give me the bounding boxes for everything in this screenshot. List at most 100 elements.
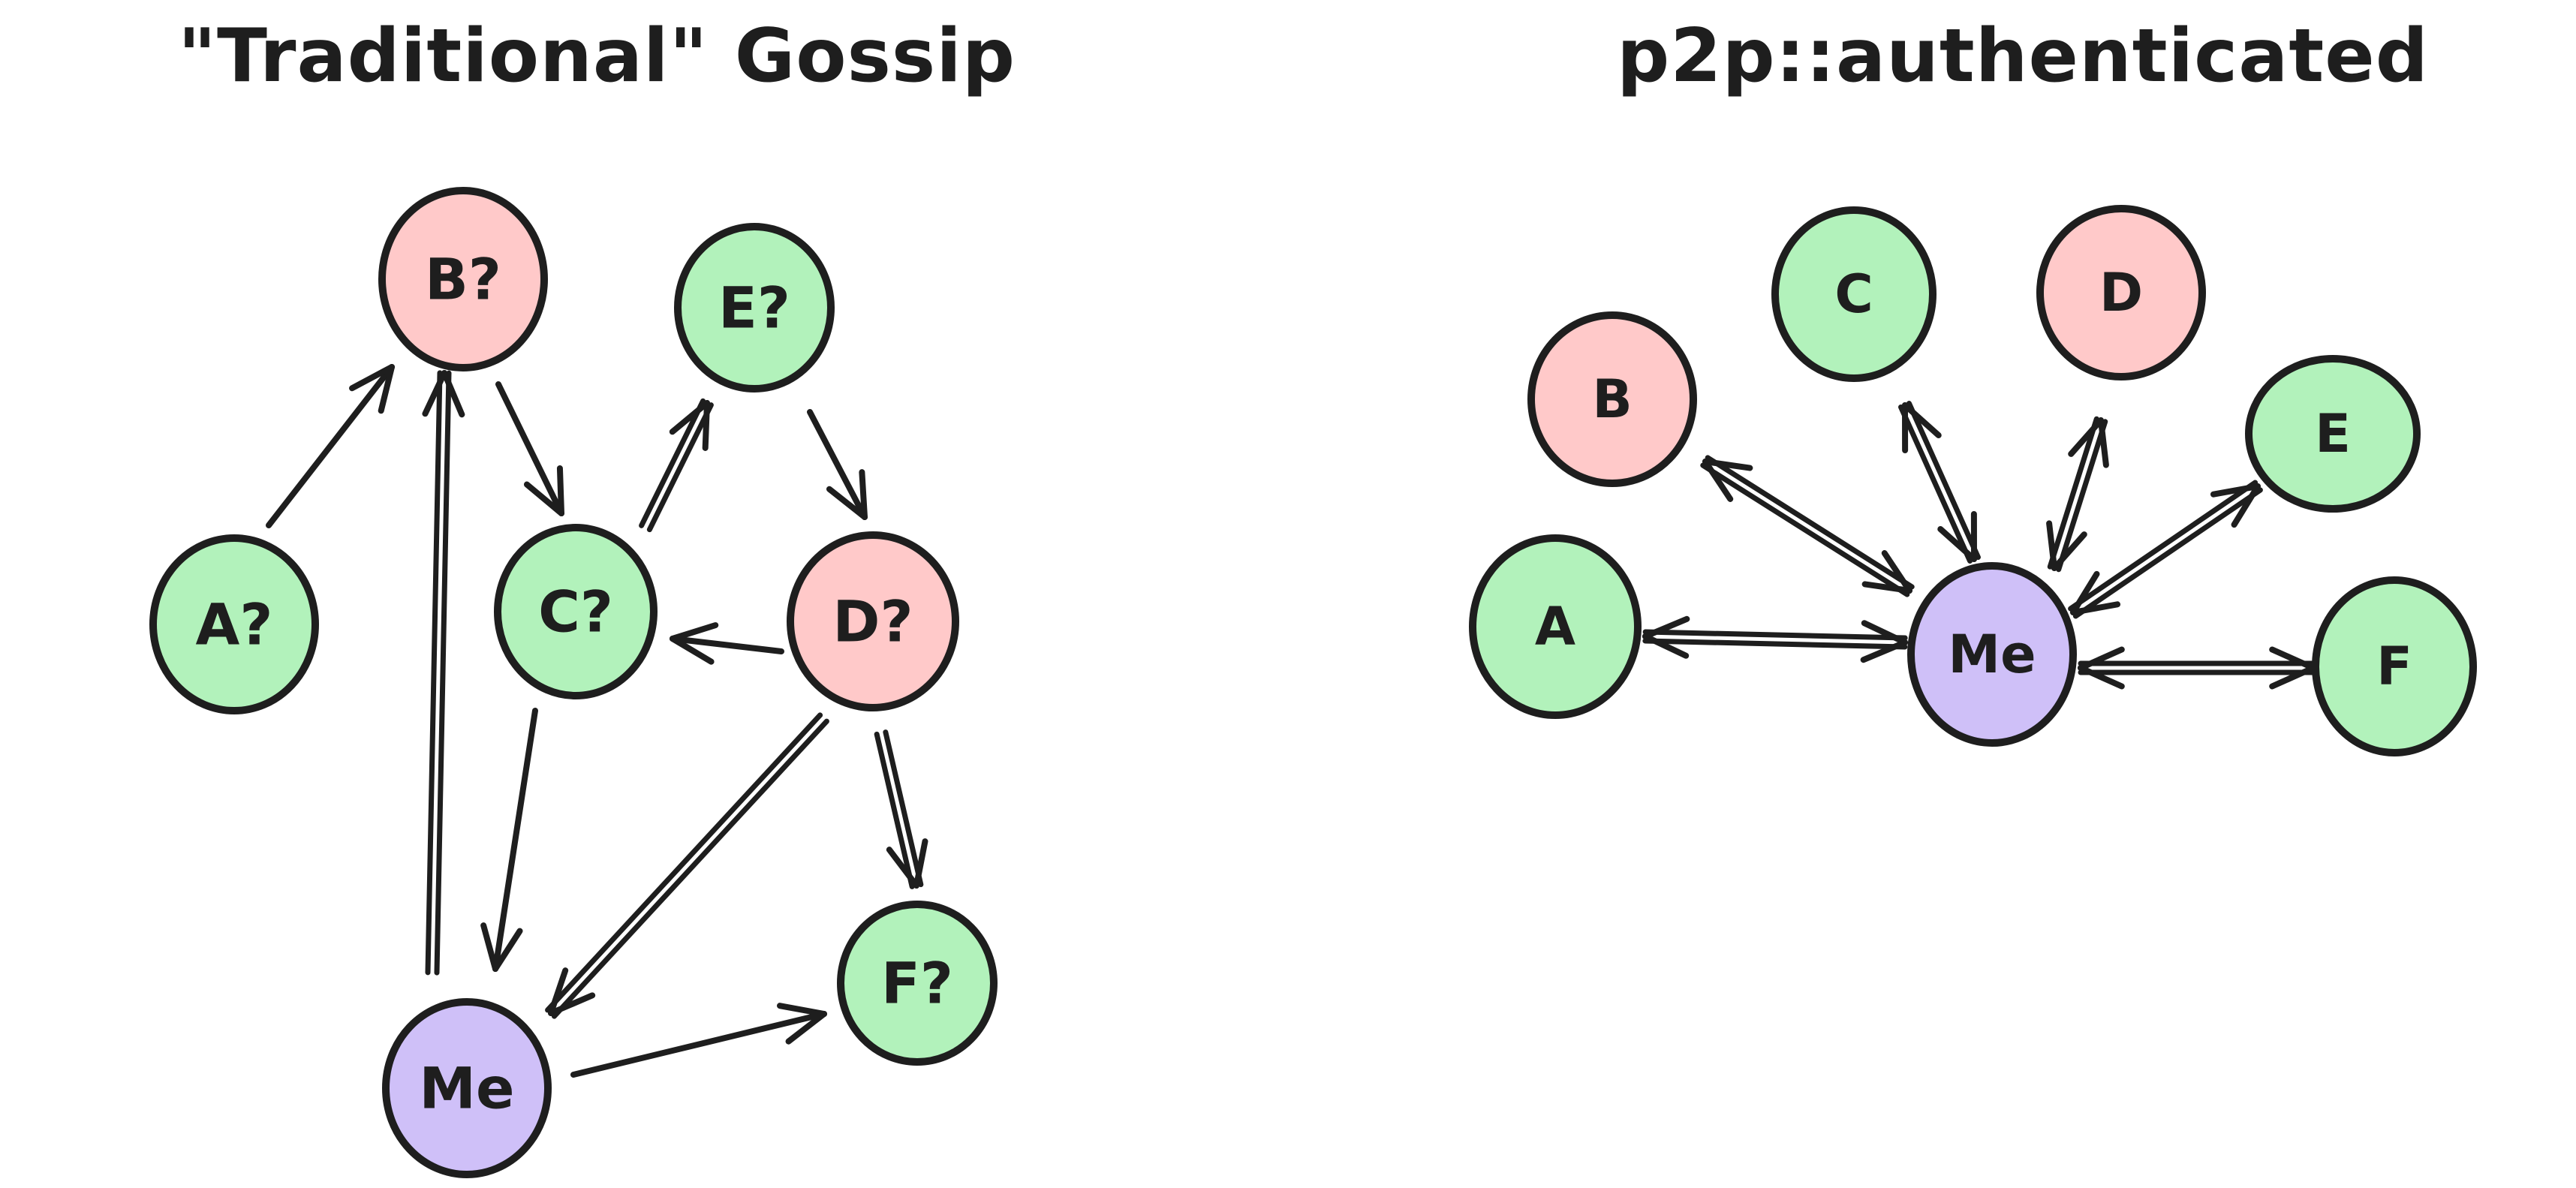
node-f-circle <box>837 901 998 1066</box>
edge-stroke <box>556 465 564 516</box>
edge-stroke <box>422 370 447 417</box>
edge-stroke <box>441 370 465 418</box>
edge-stroke <box>1705 455 1915 590</box>
edge-stroke <box>570 1011 827 1078</box>
node-a-label: A? <box>196 591 273 658</box>
edge-stroke <box>480 922 498 972</box>
edge-c-me <box>480 708 538 972</box>
node-b-label: B? <box>425 246 501 313</box>
edge-stroke <box>2070 570 2100 615</box>
edge-stroke <box>670 622 719 642</box>
node-a-label: A <box>1535 596 1575 657</box>
edge-stroke <box>2051 531 2087 571</box>
traditional-gossip-diagram: A?B?E?C?D?F?Me <box>149 187 998 1178</box>
edge-stroke <box>548 967 569 1016</box>
node-d-circle <box>2036 205 2206 380</box>
edge-stroke <box>913 838 928 889</box>
edge-stroke <box>2068 480 2259 612</box>
edge-stroke <box>776 1003 827 1017</box>
edge-stroke <box>1642 633 1690 659</box>
edge-stroke <box>2269 646 2316 671</box>
edge-stroke <box>886 847 919 889</box>
node-e-label: E <box>2315 403 2351 465</box>
edge-stroke <box>826 486 868 520</box>
node-me-label: Me <box>1948 624 2036 685</box>
p2p-authenticated-node-me: Me <box>1907 562 2077 747</box>
edge-e-me <box>2068 480 2263 619</box>
edge-stroke <box>1881 550 1912 594</box>
node-f-label: F <box>2376 636 2412 697</box>
edge-stroke <box>874 731 915 889</box>
edge-stroke <box>2072 487 2263 619</box>
p2p-authenticated-node-c: C <box>1771 206 1937 382</box>
edge-stroke <box>551 718 829 1019</box>
p2p-authenticated-node-a: A <box>1469 534 1642 719</box>
edge-stroke <box>1642 615 1690 639</box>
edge-stroke <box>2070 601 2121 615</box>
edge-stroke <box>2056 419 2108 573</box>
node-e-circle <box>2245 355 2421 513</box>
edge-stroke <box>785 1011 827 1045</box>
node-me-circle <box>382 998 552 1178</box>
edge-f-me <box>2078 646 2316 690</box>
node-a-circle <box>149 534 319 714</box>
edge-stroke <box>2068 417 2104 457</box>
edge-stroke <box>1702 459 1753 471</box>
node-c-label: C? <box>538 579 613 645</box>
edge-d-c <box>670 622 784 665</box>
edge-stroke <box>548 992 596 1016</box>
edge-stroke <box>1702 459 1734 502</box>
traditional-gossip-node-f: F? <box>837 901 998 1066</box>
edge-stroke <box>349 364 395 392</box>
edge-stroke <box>434 370 452 976</box>
edge-stroke <box>646 402 714 533</box>
edge-stroke <box>495 381 564 516</box>
edge-d-f <box>874 729 928 889</box>
node-b-circle <box>1527 311 1697 487</box>
edge-stroke <box>1937 526 1977 562</box>
node-d-label: D? <box>832 588 913 655</box>
edge-stroke <box>492 708 538 972</box>
node-e-circle <box>674 223 835 392</box>
edge-stroke <box>2078 665 2125 690</box>
traditional-gossip-node-a: A? <box>149 534 319 714</box>
edge-stroke <box>523 481 564 516</box>
edge-stroke <box>1861 581 1912 594</box>
node-c-circle <box>494 524 658 699</box>
node-b-label: B <box>1592 368 1632 430</box>
node-f-circle <box>2312 576 2477 756</box>
right-diagram-title: p2p::authenticated <box>1617 14 2429 99</box>
edge-stroke <box>639 398 706 528</box>
p2p-authenticated-node-e: E <box>2245 355 2421 513</box>
edge-stroke <box>2046 520 2057 571</box>
edge-stroke <box>2098 417 2109 468</box>
p2p-authenticated-diagram: B C D E A F Me <box>1469 205 2477 756</box>
edge-d-me <box>2046 416 2109 573</box>
p2p-authenticated-node-b: B <box>1527 311 1697 487</box>
traditional-gossip-node-e: E? <box>674 223 835 392</box>
edge-stroke <box>1898 404 1973 564</box>
node-a-circle <box>1469 534 1642 719</box>
edge-stroke <box>1861 620 1908 645</box>
edge-stroke <box>669 400 710 435</box>
edge-stroke <box>545 712 823 1013</box>
p2p-authenticated-node-d: D <box>2036 205 2206 380</box>
edge-stroke <box>378 364 395 414</box>
edge-stroke <box>1902 402 1942 438</box>
p2p-authenticated-node-f: F <box>2312 576 2477 756</box>
traditional-gossip-node-c: C? <box>494 524 658 699</box>
node-me-circle <box>1907 562 2077 747</box>
node-e-label: E? <box>718 275 790 341</box>
edge-stroke <box>1700 462 1910 597</box>
edge-me-b <box>422 370 465 976</box>
edge-stroke <box>1642 638 1908 650</box>
edge-stroke <box>1642 629 1908 641</box>
edge-stroke <box>702 400 710 451</box>
edge-stroke <box>492 928 523 972</box>
node-c-label: C <box>1834 263 1873 325</box>
edge-stroke <box>1906 401 1981 561</box>
node-f-label: F? <box>881 950 953 1017</box>
edge-stroke <box>266 364 395 528</box>
edge-c-e <box>639 398 714 533</box>
